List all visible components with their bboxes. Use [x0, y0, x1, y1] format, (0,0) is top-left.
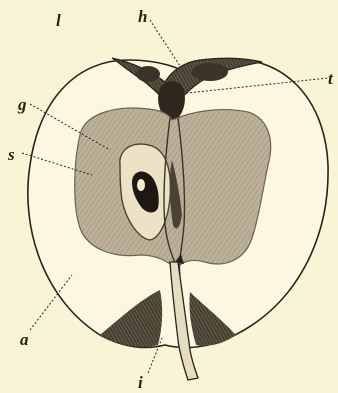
seed-highlight [137, 179, 145, 191]
label-h: h [138, 7, 147, 26]
label-s: s [7, 145, 15, 164]
label-g: g [17, 95, 27, 114]
top-left-lobe [136, 66, 160, 82]
label-a: a [20, 330, 29, 349]
top-right-lobe [192, 63, 228, 81]
label-i: i [138, 373, 143, 392]
label-l: l [56, 11, 61, 30]
